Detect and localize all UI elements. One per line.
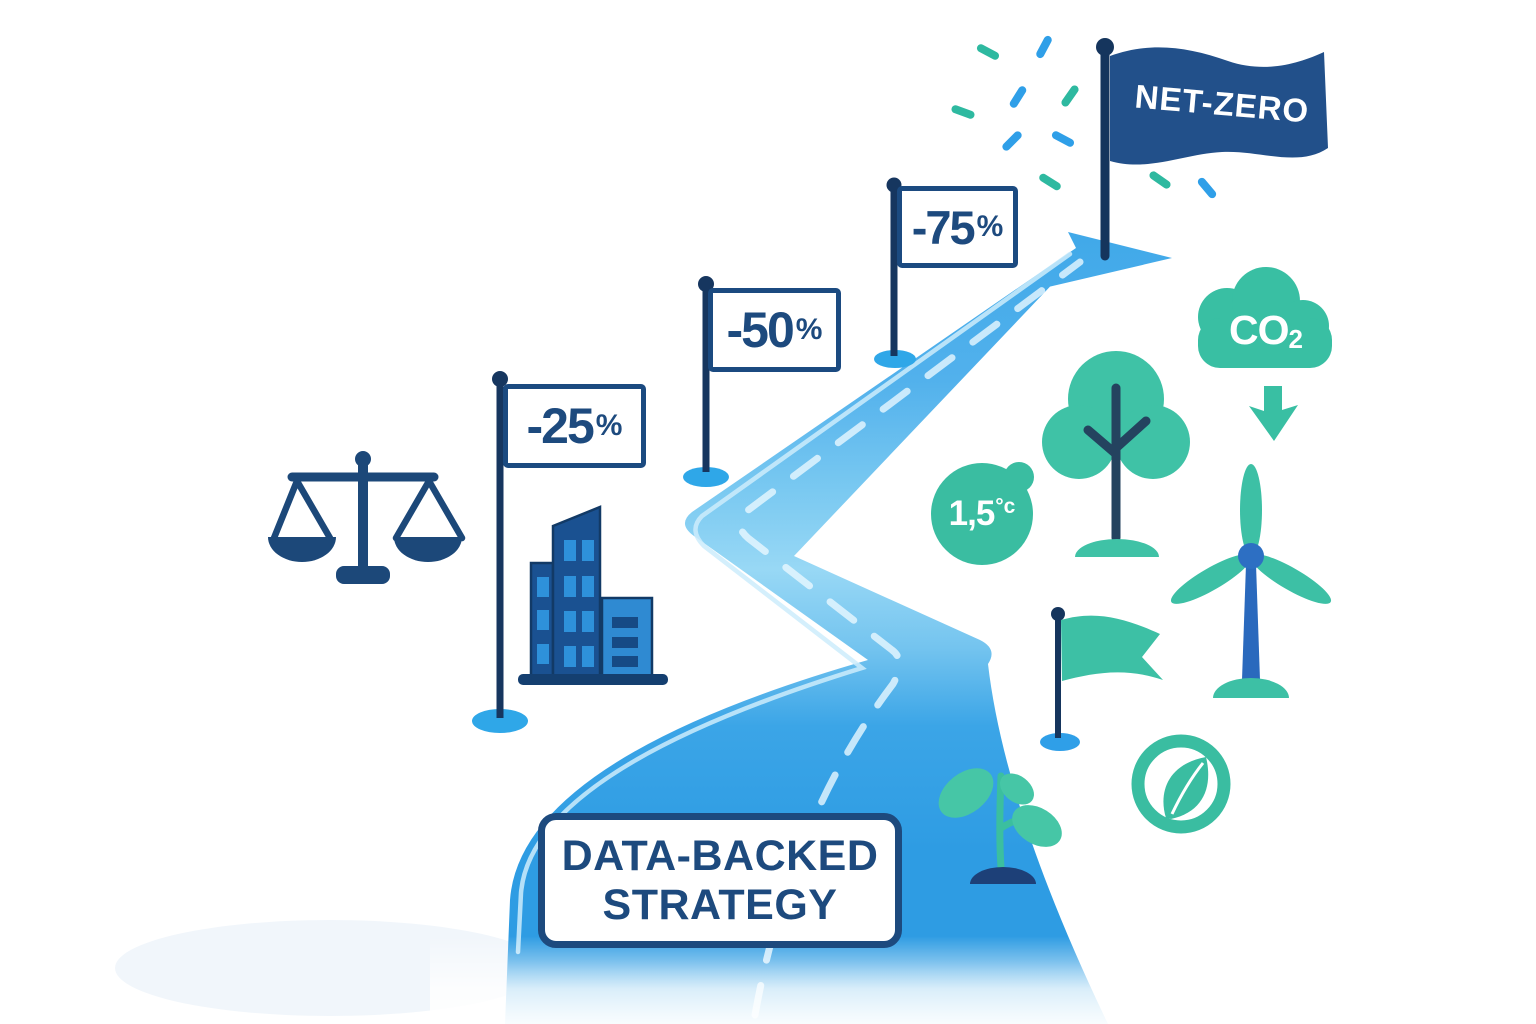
temperature-badge-label: 1,5 °c xyxy=(932,464,1032,564)
confetti xyxy=(951,35,1217,199)
temperature-unit: °c xyxy=(995,495,1016,518)
buildings-icon xyxy=(518,505,668,685)
co2-cloud-icon xyxy=(1198,267,1332,368)
road-edge-line xyxy=(515,251,1073,955)
milestone-unit: % xyxy=(976,210,1004,243)
co2-down-arrow-icon xyxy=(1249,386,1298,441)
temperature-badge-icon xyxy=(931,462,1034,565)
wind-turbine-icon xyxy=(1170,464,1332,698)
milestone-value: -75 xyxy=(911,200,976,254)
green-flag-icon xyxy=(1040,607,1163,751)
road-bottom-fade xyxy=(430,936,1180,1024)
temperature-value: 1,5 xyxy=(948,494,996,533)
co2-subscript: 2 xyxy=(1288,323,1303,354)
milestone-board-25: -25 % xyxy=(503,384,646,468)
milestone-value: -25 xyxy=(526,398,595,454)
tree-icon xyxy=(1042,351,1190,557)
co2-text: CO xyxy=(1229,306,1289,353)
seedling-icon xyxy=(938,768,1062,884)
milestone-unit: % xyxy=(595,409,623,442)
milestone-unit: % xyxy=(795,313,823,346)
leaf-badge-icon xyxy=(1131,734,1231,834)
milestone-board-50: -50 % xyxy=(708,288,841,372)
strategy-sign-line2: STRATEGY xyxy=(602,880,838,929)
milestone-board-75: -75 % xyxy=(897,186,1018,268)
milestone-pole-25 xyxy=(472,371,528,733)
net-zero-banner xyxy=(1110,47,1328,165)
balance-scale-icon xyxy=(268,451,466,584)
milestone-value: -50 xyxy=(726,302,795,358)
strategy-sign-line1: DATA-BACKED xyxy=(561,832,879,881)
net-zero-flag-icon xyxy=(1096,38,1328,261)
strategy-sign: DATA-BACKED STRATEGY xyxy=(538,813,902,948)
co2-cloud-label: CO 2 xyxy=(1202,302,1330,358)
